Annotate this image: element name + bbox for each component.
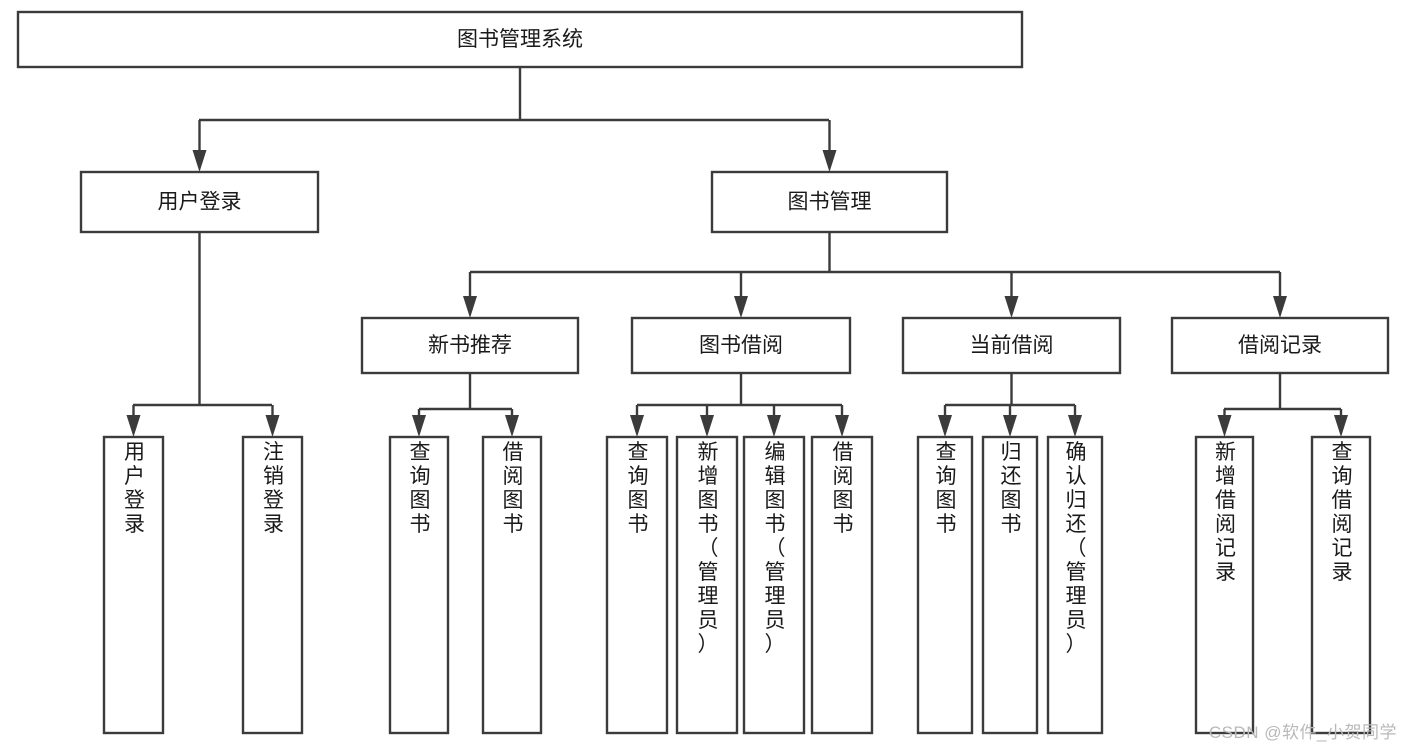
node-leaf-confirm-return[interactable]: 确认归还（管理员） bbox=[1046, 435, 1104, 735]
connector-layer bbox=[126, 67, 1348, 437]
node-box-leaf-confirm-return[interactable] bbox=[1046, 435, 1104, 735]
node-box-book-borrow[interactable] bbox=[630, 316, 852, 375]
node-book-borrow[interactable]: 图书借阅 bbox=[630, 316, 852, 375]
node-leaf-query-book-borrow[interactable]: 查询图书 bbox=[605, 435, 669, 735]
node-box-leaf-user-login[interactable] bbox=[102, 435, 165, 735]
arrow-to-book-manage bbox=[822, 120, 837, 172]
node-label-current-borrow: 当前借阅 bbox=[970, 334, 1054, 357]
arrow-to-current-borrow bbox=[1004, 272, 1019, 318]
node-label-leaf-query-book-borrow: 查询图书 bbox=[628, 441, 649, 536]
node-box-leaf-query-book-borrow[interactable] bbox=[605, 435, 669, 735]
node-box-root[interactable] bbox=[16, 10, 1024, 69]
node-box-leaf-logout[interactable] bbox=[241, 435, 304, 735]
arrow-to-leaf-return-book bbox=[1003, 405, 1017, 437]
node-box-leaf-borrow-book-rec[interactable] bbox=[481, 435, 543, 735]
node-box-leaf-query-book-cur[interactable] bbox=[916, 435, 974, 735]
node-label-leaf-edit-book: 编辑图书（管理员） bbox=[765, 441, 786, 656]
node-root[interactable]: 图书管理系统 bbox=[16, 10, 1024, 69]
node-leaf-logout[interactable]: 注销登录 bbox=[241, 435, 304, 735]
node-box-leaf-borrow-book[interactable] bbox=[810, 435, 874, 735]
node-box-leaf-return-book[interactable] bbox=[981, 435, 1039, 735]
connector-bar-book-borrow bbox=[637, 373, 842, 407]
connector-bar-current-borrow bbox=[945, 373, 1075, 407]
arrow-to-leaf-borrow-book bbox=[835, 405, 849, 437]
node-box-leaf-edit-book[interactable] bbox=[742, 435, 806, 735]
node-label-leaf-query-record: 查询借阅记录 bbox=[1332, 441, 1353, 584]
node-label-leaf-add-book: 新增图书（管理员） bbox=[698, 441, 719, 656]
node-leaf-user-login[interactable]: 用户登录 bbox=[102, 435, 165, 735]
node-box-borrow-record[interactable] bbox=[1170, 316, 1390, 375]
node-leaf-add-book[interactable]: 新增图书（管理员） bbox=[675, 435, 739, 735]
node-current-borrow[interactable]: 当前借阅 bbox=[901, 316, 1122, 375]
arrow-to-leaf-logout bbox=[265, 405, 280, 437]
node-label-leaf-confirm-return: 确认归还（管理员） bbox=[1066, 441, 1087, 656]
node-book-manage[interactable]: 图书管理 bbox=[710, 170, 949, 234]
arrow-to-leaf-query-record bbox=[1334, 409, 1348, 437]
node-leaf-borrow-book[interactable]: 借阅图书 bbox=[810, 435, 874, 735]
node-box-book-manage[interactable] bbox=[710, 170, 949, 234]
node-user-login[interactable]: 用户登录 bbox=[79, 170, 320, 234]
node-new-book-rec[interactable]: 新书推荐 bbox=[360, 316, 580, 375]
node-layer: 图书管理系统用户登录图书管理新书推荐图书借阅当前借阅借阅记录用户登录注销登录查询… bbox=[16, 10, 1390, 735]
node-box-current-borrow[interactable] bbox=[901, 316, 1122, 375]
node-label-leaf-logout: 注销登录 bbox=[263, 441, 284, 536]
node-box-leaf-add-book[interactable] bbox=[675, 435, 739, 735]
node-label-leaf-query-book-rec: 查询图书 bbox=[410, 441, 431, 536]
arrow-to-leaf-query-book-borrow bbox=[630, 405, 644, 437]
arrow-to-leaf-add-record bbox=[1217, 409, 1232, 437]
arrow-to-user-login bbox=[192, 120, 207, 172]
arrow-to-borrow-record bbox=[1273, 272, 1287, 318]
node-box-leaf-query-record[interactable] bbox=[1310, 435, 1372, 735]
node-label-leaf-borrow-book: 借阅图书 bbox=[833, 441, 854, 536]
node-label-user-login: 用户登录 bbox=[158, 191, 242, 214]
arrow-to-leaf-query-book-rec bbox=[412, 409, 426, 437]
node-leaf-query-book-cur[interactable]: 查询图书 bbox=[916, 435, 974, 735]
arrow-to-leaf-add-book bbox=[700, 405, 714, 437]
node-leaf-return-book[interactable]: 归还图书 bbox=[981, 435, 1039, 735]
arrow-to-leaf-borrow-book-rec bbox=[505, 409, 519, 437]
node-label-borrow-record: 借阅记录 bbox=[1238, 334, 1322, 357]
arrow-to-leaf-query-book-cur bbox=[938, 405, 952, 437]
node-leaf-add-record[interactable]: 新增借阅记录 bbox=[1194, 435, 1255, 735]
connector-bar-book-manage bbox=[470, 232, 1280, 274]
node-label-new-book-rec: 新书推荐 bbox=[428, 334, 512, 357]
arrow-to-new-book-rec bbox=[463, 272, 477, 318]
node-box-new-book-rec[interactable] bbox=[360, 316, 580, 375]
node-label-leaf-query-book-cur: 查询图书 bbox=[936, 441, 957, 536]
node-label-leaf-return-book: 归还图书 bbox=[1001, 441, 1022, 536]
connector-bar-root bbox=[199, 67, 829, 122]
node-leaf-borrow-book-rec[interactable]: 借阅图书 bbox=[481, 435, 543, 735]
connector-bar-new-book-rec bbox=[419, 373, 512, 411]
connector-bar-user-login bbox=[133, 232, 272, 407]
node-leaf-query-book-rec[interactable]: 查询图书 bbox=[388, 435, 450, 735]
node-label-leaf-borrow-book-rec: 借阅图书 bbox=[503, 441, 524, 536]
connector-bar-borrow-record bbox=[1224, 373, 1341, 411]
node-borrow-record[interactable]: 借阅记录 bbox=[1170, 316, 1390, 375]
arrow-to-leaf-user-login bbox=[126, 405, 141, 437]
arrow-to-book-borrow bbox=[734, 272, 748, 318]
node-label-leaf-add-record: 新增借阅记录 bbox=[1215, 441, 1236, 584]
node-label-root: 图书管理系统 bbox=[457, 28, 583, 51]
node-label-book-manage: 图书管理 bbox=[788, 191, 872, 214]
node-box-user-login[interactable] bbox=[79, 170, 320, 234]
node-label-leaf-user-login: 用户登录 bbox=[124, 441, 145, 536]
arrow-to-leaf-confirm-return bbox=[1068, 405, 1082, 437]
node-box-leaf-add-record[interactable] bbox=[1194, 435, 1255, 735]
arrow-to-leaf-edit-book bbox=[767, 405, 781, 437]
node-leaf-edit-book[interactable]: 编辑图书（管理员） bbox=[742, 435, 806, 735]
node-leaf-query-record[interactable]: 查询借阅记录 bbox=[1310, 435, 1372, 735]
node-box-leaf-query-book-rec[interactable] bbox=[388, 435, 450, 735]
node-label-book-borrow: 图书借阅 bbox=[699, 334, 783, 357]
